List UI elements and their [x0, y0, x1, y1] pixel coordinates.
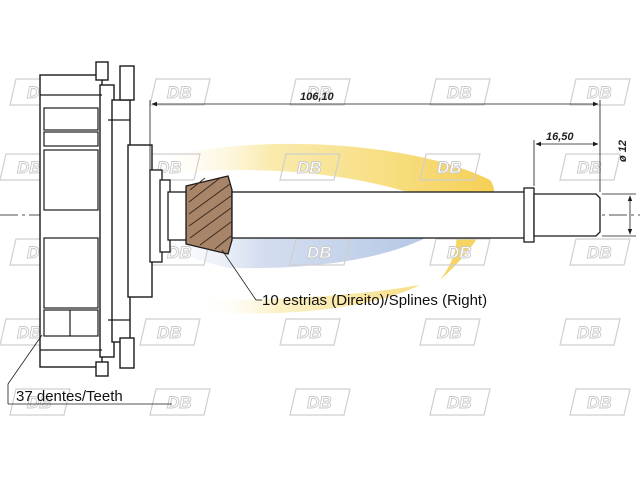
- dimensions: [7, 100, 636, 405]
- watermark-frame: [419, 153, 481, 181]
- watermark-text: DB: [437, 323, 462, 342]
- shaft-end: [533, 193, 601, 237]
- watermark-text: DB: [297, 158, 322, 177]
- slot-lower-1: [43, 237, 99, 309]
- watermark-text: DB: [167, 243, 192, 262]
- output-shaft: [231, 187, 601, 243]
- shaft-main: [231, 191, 529, 239]
- watermark-text: DB: [297, 323, 322, 342]
- watermark-text: DB: [157, 158, 182, 177]
- watermark-frame: [149, 388, 211, 416]
- slot-upper-2: [43, 131, 99, 147]
- callout-splines: 10 estrias (Direito)/Splines (Right): [262, 292, 487, 309]
- dim-text-diameter: ø 12: [617, 140, 629, 162]
- watermark-text: DB: [27, 393, 52, 412]
- watermark-db-logo: DB: [559, 318, 621, 346]
- watermark-db-logo: DB: [279, 153, 341, 181]
- watermark-frame: [569, 78, 631, 106]
- watermark-text: DB: [447, 243, 472, 262]
- watermark-db-logo: DB: [569, 388, 631, 416]
- watermark-frame: [419, 318, 481, 346]
- collar-neck: [167, 191, 189, 241]
- watermark-text: DB: [167, 393, 192, 412]
- housing-slots: [40, 94, 130, 351]
- watermark-text: DB: [587, 83, 612, 102]
- watermark-frame: [569, 388, 631, 416]
- watermark-db-logo: DB: [139, 318, 201, 346]
- top-lug: [95, 61, 109, 81]
- bottom-lug: [95, 361, 109, 377]
- watermark-text: DB: [307, 393, 332, 412]
- watermark-frame: [559, 153, 621, 181]
- shaft-groove: [523, 187, 535, 243]
- watermark-frame: [429, 388, 491, 416]
- watermark-db-logo: DB: [429, 238, 491, 266]
- watermark-db-logo: DB: [279, 318, 341, 346]
- watermark-text: DB: [577, 158, 602, 177]
- watermark-text: DB: [167, 83, 192, 102]
- watermark-frame: [569, 238, 631, 266]
- watermark-text: DB: [17, 323, 42, 342]
- watermark-db-logo: DB: [569, 78, 631, 106]
- watermark-db-logo: DB: [9, 388, 71, 416]
- watermark-frame: [9, 388, 71, 416]
- watermark-frame: [289, 388, 351, 416]
- watermark-db-logo: DB: [289, 388, 351, 416]
- bottom-lug-2: [119, 337, 135, 369]
- watermark-text: DB: [577, 323, 602, 342]
- watermark-db-logo: DB: [419, 318, 481, 346]
- watermark-db-logo: DB: [419, 153, 481, 181]
- watermark-frame: [559, 318, 621, 346]
- watermark-db-logo: DB: [429, 78, 491, 106]
- slot-lower-2: [43, 309, 99, 337]
- watermark-db-logo: DB: [149, 78, 211, 106]
- watermark-frame: [429, 238, 491, 266]
- watermark-frame: [279, 318, 341, 346]
- watermark-text: DB: [447, 83, 472, 102]
- leader-teeth: [7, 334, 43, 385]
- watermark-db-logo: DB: [149, 388, 211, 416]
- dim-text-overall: 106,10: [300, 91, 335, 103]
- watermark-db-logo: DB: [559, 153, 621, 181]
- watermark-text: DB: [307, 243, 332, 262]
- watermark-text: DB: [437, 158, 462, 177]
- watermark-text: DB: [587, 243, 612, 262]
- watermark-text: DB: [157, 323, 182, 342]
- watermark-db-logo: DB: [289, 238, 351, 266]
- swoosh-yellow: [150, 143, 495, 280]
- slot-middle: [43, 149, 99, 211]
- watermark-text: DB: [447, 393, 472, 412]
- callout-teeth: 37 dentes/Teeth: [16, 388, 123, 405]
- watermark-text: DB: [587, 393, 612, 412]
- housing-hub: [127, 144, 153, 298]
- watermark-text: DB: [17, 158, 42, 177]
- slot-upper-1: [43, 107, 99, 131]
- watermark-frame: [289, 238, 351, 266]
- watermark-db-logo: DB: [569, 238, 631, 266]
- watermark-frame: [139, 318, 201, 346]
- watermark-db-logo: DB: [429, 388, 491, 416]
- watermark-frame: [279, 153, 341, 181]
- watermark-text: DB: [307, 83, 332, 102]
- leader-splines: [221, 249, 257, 301]
- dim-text-end: 16,50: [546, 131, 574, 143]
- pinion-teeth-lines: [188, 177, 232, 250]
- swoosh-yellow-lower: [200, 285, 420, 314]
- top-lug-2: [119, 65, 135, 101]
- pinion-gear: [185, 175, 233, 255]
